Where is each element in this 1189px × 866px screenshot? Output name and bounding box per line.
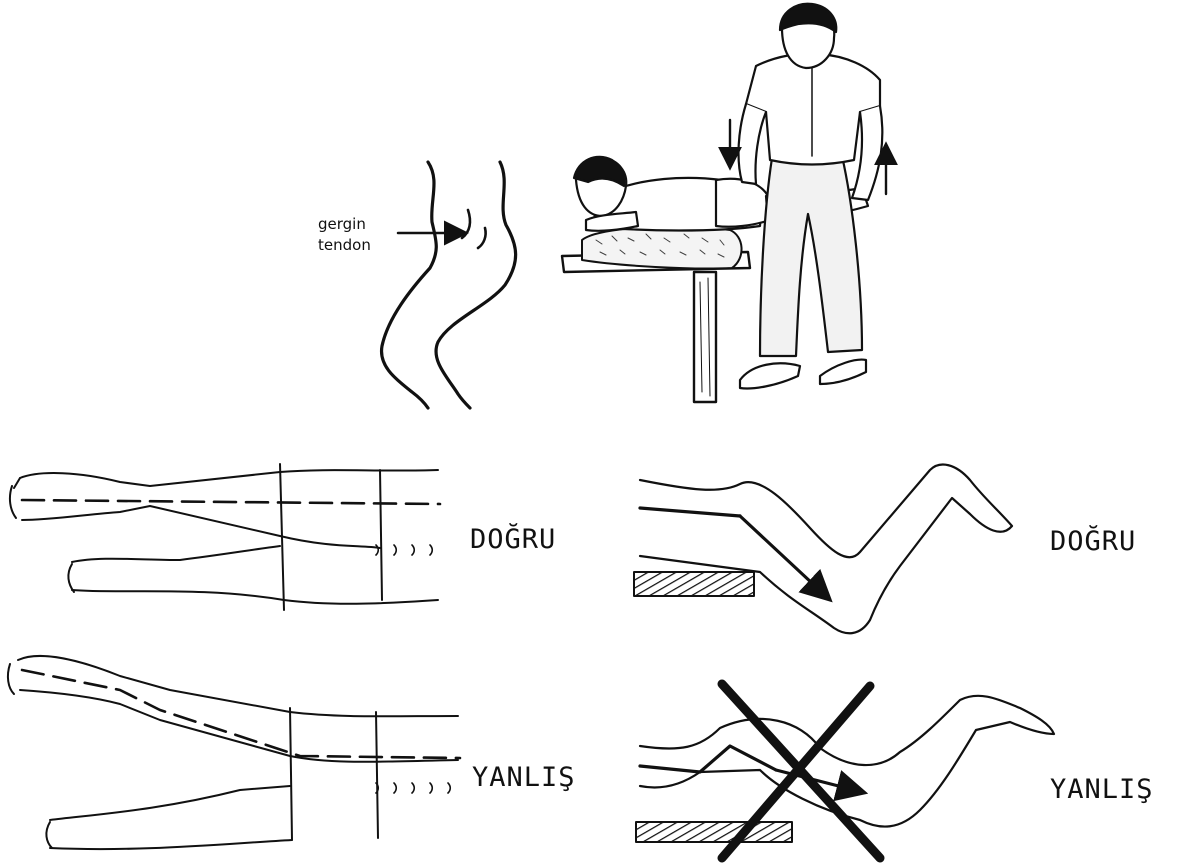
- correct-label-left: DOĞRU: [470, 524, 556, 555]
- wrong-label-right: YANLIŞ: [1050, 774, 1154, 805]
- tendon-label-line-2: tendon: [318, 235, 371, 256]
- tendon-label: gergin tendon: [318, 214, 371, 256]
- top-view-wrong: [8, 656, 460, 849]
- tendon-label-line-1: gergin: [318, 214, 371, 235]
- treatment-table: [562, 227, 750, 402]
- side-view-correct: [634, 465, 1012, 634]
- correct-label-right: DOĞRU: [1050, 526, 1136, 557]
- knee-sketch: [382, 162, 516, 408]
- top-view-correct: [10, 464, 440, 610]
- wrong-label-left: YANLIŞ: [472, 762, 576, 793]
- side-view-wrong: [636, 684, 1054, 858]
